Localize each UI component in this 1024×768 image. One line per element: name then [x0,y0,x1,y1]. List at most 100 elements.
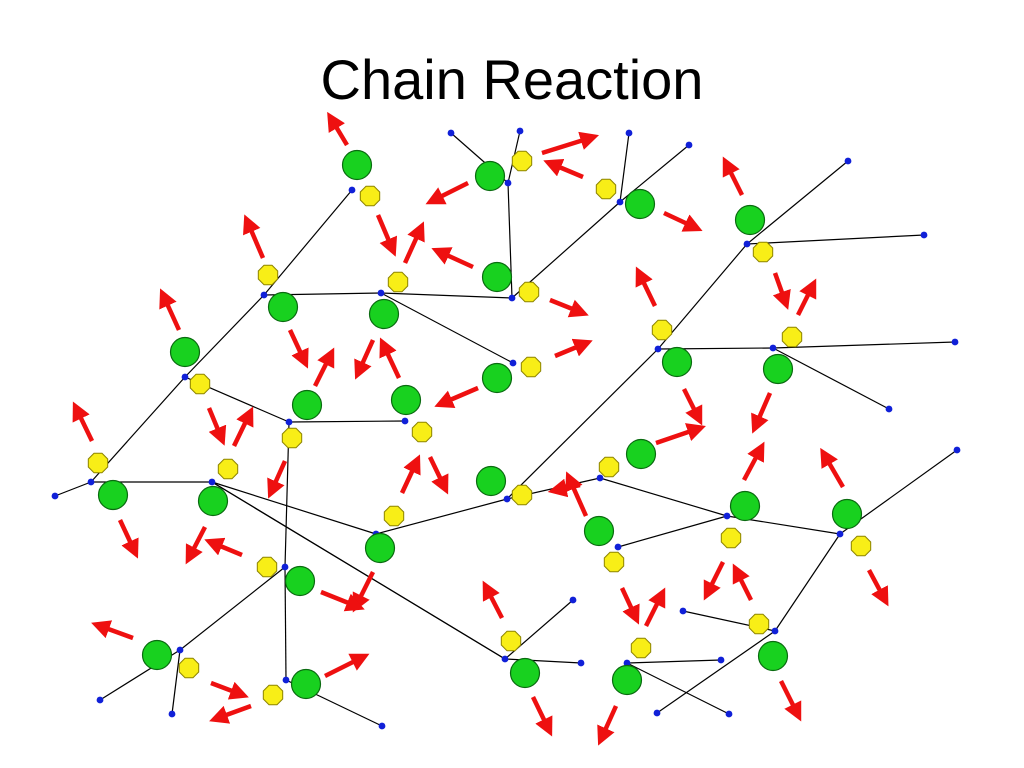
blue-neutron [377,289,385,297]
red-arrow [554,338,593,359]
green-nucleus [474,160,506,192]
red-arrow [867,568,889,607]
yellow-fragment [630,637,652,659]
blue-neutron [685,141,693,149]
yellow-fragment [217,458,239,480]
neutron-path [179,566,286,651]
neutron-path [380,292,513,299]
neutron-path [284,566,287,681]
green-nucleus [197,485,229,517]
yellow-fragment [383,505,405,527]
blue-neutron [508,294,516,302]
neutron-path [746,160,849,245]
neutron-path [263,189,353,296]
fission-fragments [87,150,872,706]
blue-neutron [616,198,624,206]
green-nucleus [141,639,173,671]
blue-neutron [51,492,59,500]
yellow-fragment [387,271,409,293]
red-arrow [379,337,402,379]
blue-neutron [504,179,512,187]
neutron-path [506,348,659,500]
blue-neutron [501,655,509,663]
blue-neutron [176,646,184,654]
blue-neutron [569,596,577,604]
nuclei [97,149,863,700]
yellow-fragment [651,319,673,341]
neutron-path [171,649,181,715]
neutron-path [375,498,508,535]
red-arrow [543,158,584,180]
blue-neutron [282,676,290,684]
red-arrow [597,705,619,746]
red-arrow [619,587,640,625]
green-nucleus [481,362,513,394]
blue-neutron [168,710,176,718]
yellow-fragment [598,456,620,478]
green-nucleus [475,465,507,497]
red-arrow [354,339,376,380]
green-nucleus [284,565,316,597]
green-nucleus [762,353,794,385]
blue-neutron [717,656,725,664]
blue-neutron [920,231,928,239]
yellow-fragment [518,281,540,303]
red-arrow [327,111,349,147]
yellow-fragment [500,630,522,652]
yellow-fragment [511,150,533,172]
yellow-fragment [850,535,872,557]
neutron-path [599,477,728,517]
blue-neutron [769,344,777,352]
blue-neutron [378,722,386,730]
red-arrow [635,266,658,307]
yellow-fragment [720,527,742,549]
red-arrow [204,537,243,558]
red-arrow [703,560,726,601]
blue-neutron [285,418,293,426]
green-nucleus [625,438,657,470]
red-arrow [530,696,553,737]
green-nucleus [757,640,789,672]
red-arrow [549,297,589,318]
blue-neutron [723,512,731,520]
red-arrow [427,456,449,495]
green-nucleus [734,204,766,236]
neutron-path [54,481,92,497]
neutron-path [184,294,265,378]
yellow-fragment [411,421,433,443]
blue-neutron [836,530,844,538]
yellow-fragment [781,326,803,348]
red-arrow [185,525,207,565]
red-arrow [243,214,266,259]
red-arrow [209,703,252,724]
blue-neutron [181,373,189,381]
neutron-path [774,533,841,632]
yellow-fragment [511,484,533,506]
neutron-path [772,347,890,410]
red-arrow [312,347,335,388]
green-nucleus [831,498,863,530]
yellow-fragment [520,356,542,378]
blue-neutron [844,157,852,165]
red-arrow [287,329,309,369]
yellow-fragment [189,373,211,395]
yellow-fragment [603,551,625,573]
red-arrow [352,570,376,613]
red-arrow [663,210,703,232]
red-arrow [482,580,504,620]
red-arrow [91,620,134,641]
red-arrow [72,401,95,442]
fragment-arrows [72,111,889,746]
neutron-path [617,515,728,548]
blue-neutron [401,417,409,425]
red-arrow [772,272,791,310]
red-arrow [320,589,365,612]
yellow-fragment [752,241,774,263]
blue-neutron [577,659,585,667]
neutron-path [656,630,776,714]
yellow-fragment [595,178,617,200]
blue-neutron [625,129,633,137]
red-arrow [795,278,817,317]
green-nucleus [729,490,761,522]
neutron-path [211,481,506,660]
